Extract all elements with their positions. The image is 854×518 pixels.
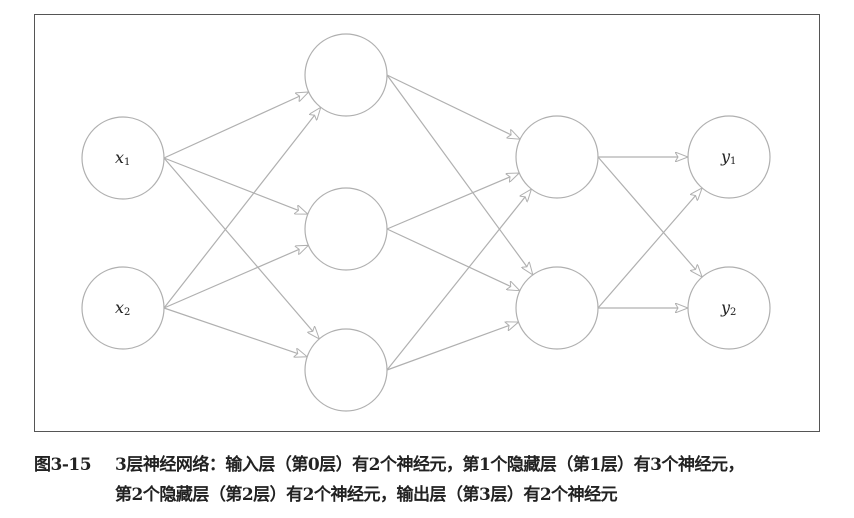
edge-l2n1-l3n0 [597,188,702,309]
edge-l1n1-l2n1 [386,228,520,291]
edge-l0n0-l1n2 [163,157,319,339]
neuron-label-y1: y1 [720,147,736,167]
neural-network-diagram: x1 x2 y1 y2 [81,33,771,412]
edge-l0n1-l1n0 [163,107,321,309]
edge-l0n0-l1n1 [163,157,308,215]
neuron-hidden1-3 [304,328,388,412]
diagram-frame [34,14,820,432]
edge-l0n1-l1n1 [163,245,308,309]
edge-l0n1-l1n2 [163,307,307,357]
edge-l1n0-l2n0 [386,74,520,139]
neuron-hidden1-1 [304,33,388,117]
edge-l1n1-l2n0 [386,172,519,230]
neuron-hidden1-2 [304,187,388,271]
neuron-input-1 [81,116,165,200]
caption-line-2: 第2个隐藏层（第2层）有2个神经元，输出层（第3层）有2个神经元 [115,485,618,505]
caption-line-1: 图3-15 3层神经网络：输入层（第0层）有2个神经元，第1个隐藏层（第1层）有3… [34,450,744,475]
neuron-input-2 [81,266,165,350]
neuron-output-2 [687,266,771,350]
neuron-output-1 [687,115,771,199]
neuron-label-x2: x2 [115,298,130,318]
edge-l1n2-l2n1 [386,322,518,371]
neuron-hidden2-1 [515,115,599,199]
neuron-hidden2-2 [515,266,599,350]
neuron-label-y2: y2 [720,298,736,318]
figure-number: 图3-15 [34,455,92,475]
edge-l2n0-l3n1 [597,156,702,277]
neuron-label-x1: x1 [115,148,130,168]
edge-l1n0-l2n1 [386,74,533,275]
caption-text-1: 3层神经网络：输入层（第0层）有2个神经元，第1个隐藏层（第1层）有3个神经元， [115,455,744,475]
edge-l0n0-l1n0 [163,92,309,159]
edge-l1n2-l2n0 [386,189,531,371]
